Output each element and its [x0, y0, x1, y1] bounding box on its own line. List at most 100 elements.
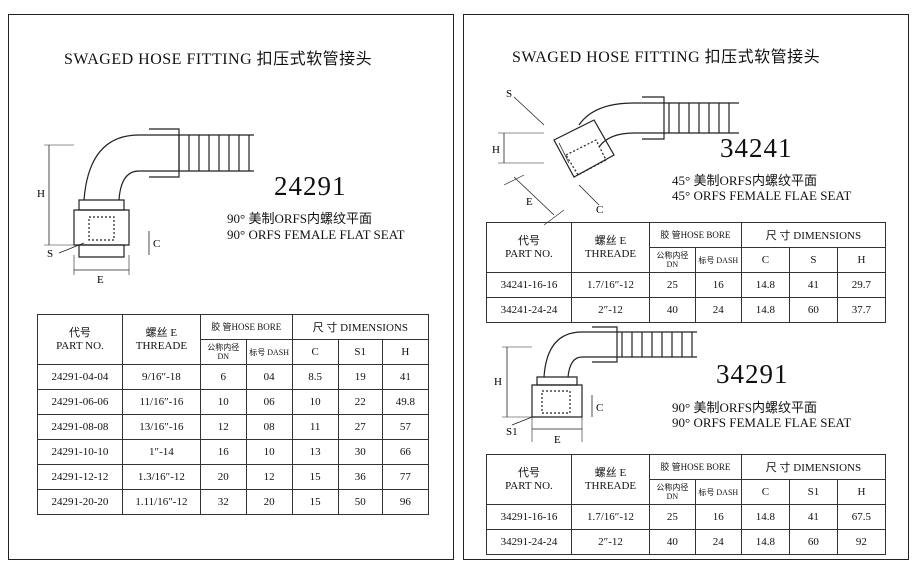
header-h: H	[836, 247, 887, 273]
table-cell: 10	[199, 389, 247, 415]
header-thread-cn: 螺丝 E	[594, 234, 627, 247]
dim-c-label-top: C	[596, 204, 603, 216]
desc-en: 90° ORFS FEMALE FLAT SEAT	[227, 227, 405, 242]
table-cell: 41	[788, 504, 838, 530]
table-cell: 16	[199, 439, 247, 465]
header-hose-bore: 胶 管HOSE BORE	[649, 454, 742, 480]
desc-bottom-en: 90° ORFS FEMALE FLAE SEAT	[672, 415, 852, 430]
table-cell: 24	[694, 529, 742, 555]
header-s: S	[788, 247, 838, 273]
table-cell: 34241-24-24	[486, 297, 572, 323]
header-dash: 标号 DASH	[694, 479, 742, 505]
header-part-no: 代号 PART NO.	[486, 222, 572, 273]
table-cell: 27	[337, 414, 383, 440]
header-s: S1	[788, 479, 838, 505]
table-cell: 32	[199, 489, 247, 515]
table-cell: 41	[381, 364, 430, 390]
header-code-cn: 代号	[517, 234, 540, 247]
fitting-24291-drawing: H S C E	[37, 128, 254, 286]
header-dn: 公称内径 DN	[649, 479, 696, 505]
dim-h-label: H	[37, 188, 45, 200]
dim-h-label-top: H	[492, 144, 500, 156]
table-cell: 20	[245, 489, 293, 515]
dim-e-label-top: E	[526, 196, 533, 208]
header-dash: 标号 DASH	[694, 247, 742, 273]
dim-h-label-bottom: H	[494, 376, 502, 388]
header-dash: 标号 DASH	[245, 339, 293, 365]
table-cell: 15	[291, 464, 339, 490]
table-cell: 34241-16-16	[486, 272, 572, 298]
header-thread: 螺丝 E THREADE	[570, 454, 651, 505]
table-cell: 15	[291, 489, 339, 515]
desc-bottom-cn: 90° 美制ORFS内螺纹平面	[672, 400, 817, 415]
table-cell: 12	[245, 464, 293, 490]
table-cell: 41	[788, 272, 838, 298]
table-cell: 37.7	[836, 297, 887, 323]
table-cell: 08	[245, 414, 293, 440]
table-cell: 34291-16-16	[486, 504, 572, 530]
table-cell: 24291-20-20	[37, 489, 123, 515]
spec-table-24291: 代号 PART NO. 螺丝 E THREADE 胶 管HOSE BORE 尺 …	[37, 314, 430, 515]
header-c: C	[291, 339, 339, 365]
table-cell: 6	[199, 364, 247, 390]
dim-e-label: E	[97, 274, 104, 286]
table-cell: 57	[381, 414, 430, 440]
right-panel-title: SWAGED HOSE FITTING 扣压式软管接头	[512, 49, 821, 66]
table-cell: 06	[245, 389, 293, 415]
fitting-34241-drawing: S H E C	[492, 88, 739, 226]
table-cell: 96	[381, 489, 430, 515]
header-hose-bore: 胶 管HOSE BORE	[649, 222, 742, 248]
table-cell: 24291-10-10	[37, 439, 123, 465]
table-cell: 04	[245, 364, 293, 390]
table-cell: 92	[836, 529, 887, 555]
table-cell: 24291-12-12	[37, 464, 123, 490]
header-code-en: PART NO.	[505, 247, 553, 260]
desc-top-cn: 45° 美制ORFS内螺纹平面	[672, 173, 817, 188]
table-cell: 36	[337, 464, 383, 490]
table-cell: 24291-04-04	[37, 364, 123, 390]
header-thread-en: THREADE	[135, 339, 188, 352]
header-code-cn: 代号	[517, 466, 540, 479]
table-cell: 20	[199, 464, 247, 490]
header-thread-en: THREADE	[584, 479, 637, 492]
dim-c-label-bottom: C	[596, 402, 603, 414]
header-thread-cn: 螺丝 E	[594, 466, 627, 479]
header-h: H	[381, 339, 430, 365]
table-cell: 9/16″-18	[121, 364, 201, 390]
header-dn: 公称内径 DN	[199, 339, 247, 365]
spec-table-34241: 代号 PART NO. 螺丝 E THREADE 胶 管HOSE BORE 尺 …	[486, 222, 887, 323]
right-catalog-panel: SWAGED HOSE FITTING 扣压式软管接头 S H E C 3424…	[463, 14, 909, 560]
table-cell: 2″-12	[570, 297, 651, 323]
table-cell: 1.3/16″-12	[121, 464, 201, 490]
desc-top-en: 45° ORFS FEMALE FLAE SEAT	[672, 188, 852, 203]
desc-cn: 90° 美制ORFS内螺纹平面	[227, 211, 372, 226]
header-dimensions: 尺 寸 DIMENSIONS	[740, 222, 887, 248]
header-dn: 公称内径 DN	[649, 247, 696, 273]
left-panel-title: SWAGED HOSE FITTING 扣压式软管接头	[64, 51, 373, 68]
table-cell: 10	[245, 439, 293, 465]
table-cell: 40	[649, 529, 696, 555]
table-cell: 24291-06-06	[37, 389, 123, 415]
table-cell: 10	[291, 389, 339, 415]
table-cell: 16	[694, 504, 742, 530]
table-cell: 25	[649, 504, 696, 530]
table-cell: 8.5	[291, 364, 339, 390]
header-thread-cn: 螺丝 E	[145, 326, 178, 339]
header-dimensions: 尺 寸 DIMENSIONS	[291, 314, 430, 340]
part-code-34291: 34291	[716, 359, 789, 389]
table-cell: 1.11/16″-12	[121, 489, 201, 515]
table-cell: 24291-08-08	[37, 414, 123, 440]
table-cell: 13	[291, 439, 339, 465]
part-code-24291: 24291	[274, 171, 347, 201]
